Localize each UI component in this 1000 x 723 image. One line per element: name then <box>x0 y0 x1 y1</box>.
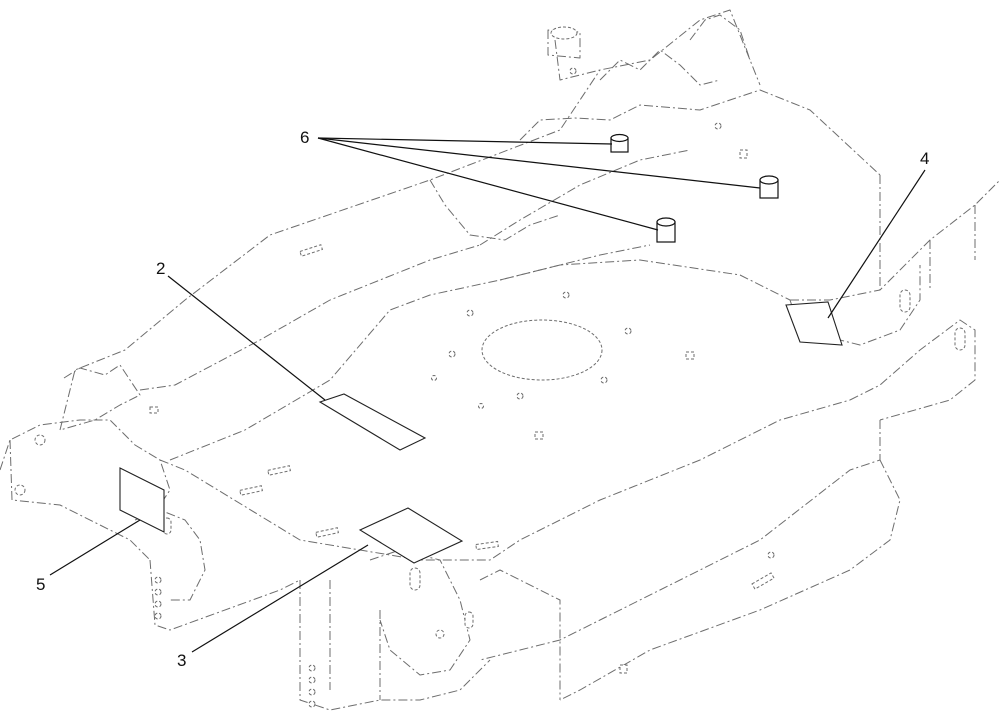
spindle-opening <box>481 319 603 381</box>
decal-item-4 <box>785 301 843 346</box>
leader-item-5 <box>49 519 141 576</box>
decal-item-5 <box>119 467 165 533</box>
spacer-item-6c <box>656 217 676 243</box>
deck-holes <box>14 67 966 708</box>
callout-item-4: 4 <box>920 149 929 168</box>
leader-item-6b <box>317 137 761 189</box>
spacer-item-6b <box>759 175 779 199</box>
leader-item-6a <box>317 137 613 145</box>
leader-lines <box>49 137 926 653</box>
callout-item-2: 2 <box>156 259 165 278</box>
deck-frame-outline <box>0 9 1000 711</box>
callout-item-6: 6 <box>300 128 309 147</box>
leader-item-4 <box>827 169 926 319</box>
callout-item-3: 3 <box>177 651 186 670</box>
leader-item-6c <box>317 137 659 231</box>
decal-item-3 <box>358 507 464 564</box>
leader-item-2 <box>167 275 326 401</box>
tower-post <box>550 26 578 40</box>
leader-item-3 <box>191 544 369 653</box>
spacer-item-6a <box>610 133 629 153</box>
decal-item-2 <box>318 393 427 451</box>
callout-item-5: 5 <box>36 575 45 594</box>
